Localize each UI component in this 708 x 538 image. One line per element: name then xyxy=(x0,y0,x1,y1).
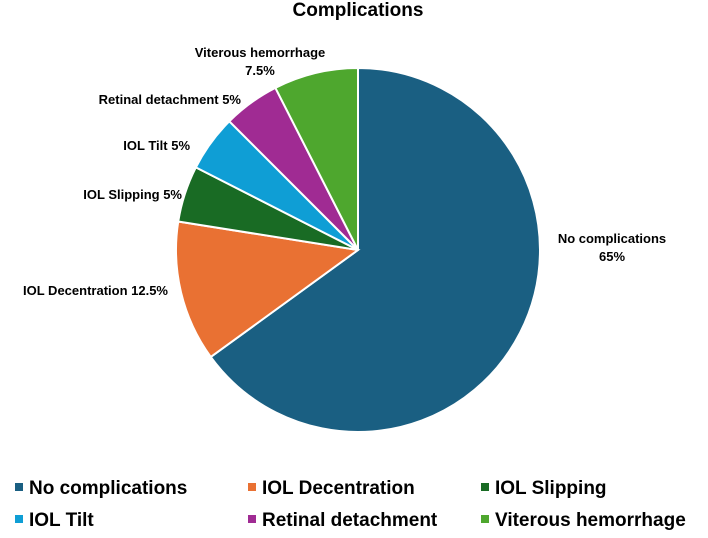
pie-slices xyxy=(175,66,541,433)
legend-label: IOL Decentration xyxy=(262,478,415,499)
legend-label: Viterous hemorrhage xyxy=(495,510,686,531)
pie-slice-iol-decentration xyxy=(175,220,361,359)
slice-label: IOL Tilt 5% xyxy=(123,138,190,153)
legend: No complications IOL Decentration IOL Slip… xyxy=(15,478,686,531)
legend-swatch xyxy=(481,483,489,491)
pie-slice-no-complications xyxy=(209,66,541,433)
chart-title: Complications xyxy=(293,0,424,21)
legend-label: IOL Slipping xyxy=(495,478,607,499)
legend-label: No complications xyxy=(29,478,187,499)
slice-label: IOL Decentration 12.5% xyxy=(23,283,168,298)
legend-swatch xyxy=(248,483,256,491)
legend-swatch xyxy=(15,483,23,491)
legend-swatch xyxy=(15,515,23,523)
legend-label: IOL Tilt xyxy=(29,510,94,531)
legend-swatch xyxy=(248,515,256,523)
slice-label: Retinal detachment 5% xyxy=(99,92,242,107)
legend-label: Retinal detachment xyxy=(262,510,438,531)
pie-slice-viterous-hemorrhage xyxy=(274,66,359,251)
slice-label: IOL Slipping 5% xyxy=(83,187,182,202)
legend-swatch xyxy=(481,515,489,523)
